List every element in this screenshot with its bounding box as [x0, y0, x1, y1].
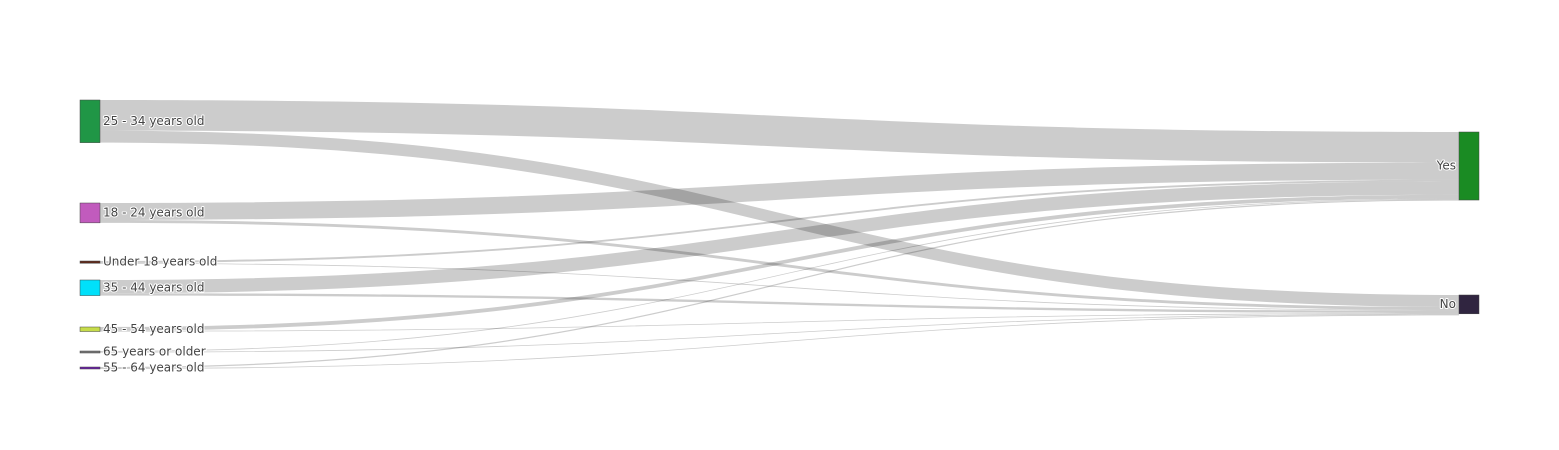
sankey-link-under-18-years-old-to-no[interactable] [100, 262, 1459, 311]
sankey-link-35-44-years-old-to-no[interactable] [100, 293, 1459, 314]
sankey-nodes [79, 99, 1480, 370]
sankey-link-65-years-or-older-to-yes[interactable] [100, 198, 1459, 352]
sankey-labels: 25 - 34 years old 18 - 24 years oldUnder … [102, 113, 1457, 376]
sankey-link-18-24-years-old-to-no[interactable] [100, 219, 1459, 310]
sankey-node-label-65-years-or-older: 65 years or older [103, 345, 206, 359]
sankey-link-25-34-years-old-to-no[interactable] [100, 130, 1459, 308]
sankey-link-55-64-years-old-to-no[interactable] [100, 314, 1459, 370]
sankey-link-65-years-or-older-to-no[interactable] [100, 313, 1459, 353]
sankey-node-55-64-years-old[interactable] [79, 366, 101, 370]
sankey-node-label-no: No [1440, 297, 1456, 311]
sankey-node-no[interactable] [1458, 294, 1480, 315]
sankey-node-label-18-24-years-old: 18 - 24 years old [103, 205, 204, 219]
sankey-node-label-yes: Yes [1436, 159, 1456, 173]
sankey-node-label-45-54-years-old: 45 - 54 years old [103, 322, 204, 336]
sankey-link-under-18-years-old-to-yes[interactable] [100, 179, 1459, 263]
sankey-node-35-44-years-old[interactable] [79, 279, 101, 296]
sankey-link-25-34-years-old-to-yes[interactable] [100, 100, 1459, 163]
sankey-link-45-54-years-old-to-no[interactable] [100, 313, 1459, 332]
sankey-link-45-54-years-old-to-yes[interactable] [100, 194, 1459, 331]
sankey-links [100, 100, 1459, 370]
sankey-node-yes[interactable] [1458, 131, 1480, 201]
sankey-link-35-44-years-old-to-yes[interactable] [100, 181, 1459, 294]
sankey-node-45-54-years-old[interactable] [79, 326, 101, 332]
sankey-node-25-34-years-old[interactable] [79, 99, 101, 143]
sankey-link-55-64-years-old-to-yes[interactable] [100, 199, 1459, 369]
sankey-node-under-18-years-old[interactable] [79, 260, 101, 264]
sankey-node-label-55-64-years-old: 55 - 64 years old [103, 361, 204, 375]
sankey-node-65-years-or-older[interactable] [79, 350, 101, 354]
sankey-node-18-24-years-old[interactable] [79, 202, 101, 224]
sankey-node-label-under-18-years-old: Under 18 years old [103, 255, 217, 269]
sankey-node-label-25-34-years-old: 25 - 34 years old [103, 114, 204, 128]
sankey-node-label-35-44-years-old: 35 - 44 years old [103, 280, 204, 294]
sankey-link-18-24-years-old-to-yes[interactable] [100, 162, 1459, 220]
